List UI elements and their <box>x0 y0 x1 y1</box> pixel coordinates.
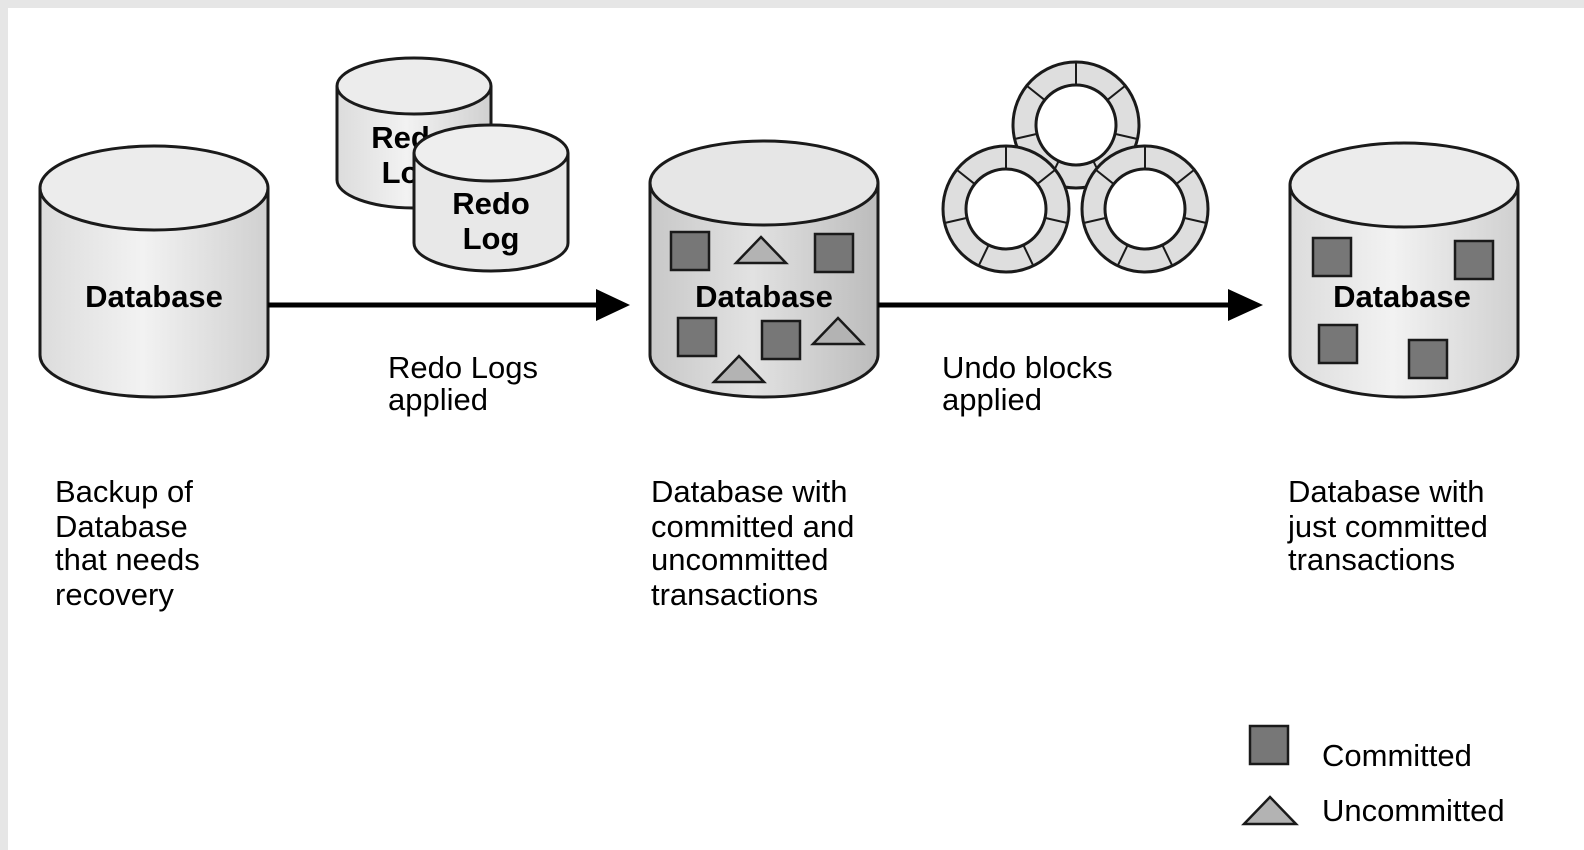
redo-caption-line2: applied <box>388 382 488 417</box>
backup-database-cylinder: Database <box>38 144 270 399</box>
undo-ring-right <box>1080 144 1210 274</box>
backup-caption: Backup of Database that needs recovery <box>55 474 200 612</box>
undo-block-segment <box>1022 244 1035 267</box>
backup-caption-line: recovery <box>55 577 174 612</box>
legend-committed-label: Committed <box>1322 738 1472 773</box>
undo-block-segment <box>1036 168 1056 185</box>
final-caption-line: just committed <box>1287 509 1488 544</box>
committed-square <box>1311 236 1353 278</box>
backup-caption-line: Backup of <box>55 474 193 509</box>
committed-square <box>760 319 802 361</box>
committed-square <box>1317 323 1359 365</box>
legend-committed-square <box>1248 724 1290 766</box>
backup-caption-line: that needs <box>55 542 200 577</box>
mixed-database-label: Database <box>695 279 833 314</box>
redo-log-front-line1: Redo <box>452 186 530 221</box>
final-caption-line: Database with <box>1288 474 1484 509</box>
committed-square <box>1453 239 1495 281</box>
legend: Committed Uncommitted <box>1241 724 1505 828</box>
undo-caption-line2: applied <box>942 382 1042 417</box>
mixed-caption: Database with committed and uncommitted … <box>651 474 854 612</box>
undo-block-segment <box>1044 216 1068 224</box>
committed-square <box>1407 338 1449 380</box>
undo-block-segment <box>1161 244 1174 267</box>
committed-square <box>676 316 718 358</box>
undo-block-segment <box>1183 216 1207 224</box>
redo-caption-line1: Redo Logs <box>388 350 538 385</box>
undo-block-segment <box>1175 168 1195 185</box>
undo-block-segment <box>1026 84 1046 101</box>
final-caption-line: transactions <box>1288 542 1455 577</box>
committed-square <box>669 230 711 272</box>
uncommitted-triangle <box>711 354 767 384</box>
uncommitted-triangle <box>810 316 866 346</box>
undo-block-segment <box>956 168 976 185</box>
undo-applied-arrow <box>878 289 1263 321</box>
undo-ring-left <box>941 144 1071 274</box>
legend-uncommitted-label: Uncommitted <box>1322 793 1505 828</box>
undo-block-segment <box>1014 132 1038 140</box>
backup-database-label: Database <box>85 279 223 314</box>
undo-block-segment <box>944 216 968 224</box>
final-database-label: Database <box>1333 279 1471 314</box>
redo-applied-arrow <box>268 289 630 321</box>
undo-blocks-rings <box>941 60 1210 274</box>
undo-block-segment <box>1106 84 1126 101</box>
mixed-caption-line: Database with <box>651 474 847 509</box>
final-caption: Database with just committed transaction… <box>1287 474 1488 577</box>
undo-block-segment <box>1083 216 1107 224</box>
undo-block-segment <box>1116 244 1129 267</box>
committed-square <box>813 232 855 274</box>
redo-log-front-line2: Log <box>463 221 520 256</box>
redo-log-front-cylinder: Redo Log <box>412 123 570 273</box>
legend-uncommitted-triangle <box>1241 795 1299 826</box>
undo-block-segment <box>1114 132 1138 140</box>
mixed-caption-line: transactions <box>651 577 818 612</box>
undo-ring-top <box>1011 60 1141 190</box>
undo-block-segment <box>1095 168 1115 185</box>
uncommitted-triangle <box>733 235 789 265</box>
undo-block-segment <box>977 244 990 267</box>
mixed-caption-line: committed and <box>651 509 854 544</box>
backup-caption-line: Database <box>55 509 188 544</box>
mixed-caption-line: uncommitted <box>651 542 828 577</box>
undo-caption-line1: Undo blocks <box>942 350 1113 385</box>
